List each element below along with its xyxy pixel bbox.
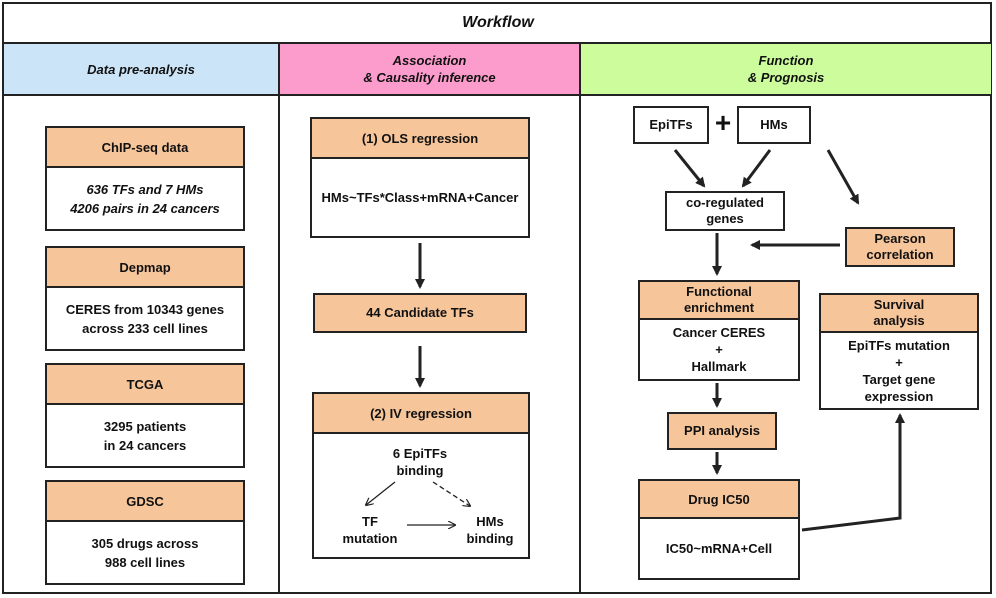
hms-binding-line: binding xyxy=(466,531,514,546)
workflow-title: Workflow xyxy=(462,14,534,31)
arrow-binding-to-hms-binding xyxy=(432,481,470,506)
pearson-line: Pearson xyxy=(874,231,926,246)
tcga-body: 3295 patients in 24 cancers xyxy=(47,405,243,466)
tcga-header: TCGA xyxy=(47,365,243,405)
iv-card: (2) IV regression xyxy=(312,392,530,559)
survival-header-line: Survival xyxy=(873,297,925,312)
gdsc-body: 305 drugs across 988 cell lines xyxy=(47,522,243,583)
epitfs-binding-label: 6 EpiTFs binding xyxy=(370,445,470,479)
chipseq-header: ChIP-seq data xyxy=(47,128,243,168)
gdsc-line: 988 cell lines xyxy=(104,554,186,570)
epitfs-box: EpiTFs xyxy=(633,106,709,144)
column-divider xyxy=(579,42,581,594)
arrow-hms-to-pearson xyxy=(826,149,860,205)
drug-ic50-header: Drug IC50 xyxy=(640,481,798,519)
enrichment-body: Cancer CERES + Hallmark xyxy=(640,320,798,379)
drug-ic50-card: Drug IC50 IC50~mRNA+Cell xyxy=(638,479,800,580)
survival-body: EpiTFs mutation + Target gene expression xyxy=(821,333,977,408)
title-divider xyxy=(2,42,992,44)
column-header-line: Function xyxy=(758,53,814,68)
drug-ic50-body: IC50~mRNA+Cell xyxy=(640,519,798,578)
header-divider xyxy=(2,94,992,96)
survival-line: expression xyxy=(864,388,934,404)
drug-ic50-formula: IC50~mRNA+Cell xyxy=(665,541,773,556)
chipseq-line: 4206 pairs in 24 cancers xyxy=(70,200,220,216)
column-divider xyxy=(278,42,280,594)
hms-binding-line: HMs xyxy=(476,514,504,529)
gdsc-line: 305 drugs across xyxy=(91,535,199,551)
iv-header: (2) IV regression xyxy=(314,394,528,434)
enrichment-header-line: Functional xyxy=(686,284,752,299)
arrow-drug-to-survival xyxy=(801,413,905,532)
chipseq-card: ChIP-seq data 636 TFs and 7 HMs 4206 pai… xyxy=(45,126,245,231)
column-header-function: Function & Prognosis xyxy=(581,44,991,94)
chipseq-line: 636 TFs and 7 HMs xyxy=(86,181,204,197)
survival-line: EpiTFs mutation xyxy=(848,337,950,353)
column-header-line: & Causality inference xyxy=(363,70,496,85)
ols-body: HMs~TFs*Class+mRNA+Cancer xyxy=(312,159,528,236)
arrow-hms-to-coregulated xyxy=(741,149,772,188)
tcga-card: TCGA 3295 patients in 24 cancers xyxy=(45,363,245,468)
gdsc-header: GDSC xyxy=(47,482,243,522)
pearson-correlation-box: Pearson correlation xyxy=(845,227,955,267)
survival-line: + xyxy=(895,354,903,370)
tf-mutation-label: TF mutation xyxy=(330,513,410,547)
enrichment-line: + xyxy=(715,342,723,357)
coregulated-genes-box: co-regulated genes xyxy=(665,191,785,231)
enrichment-line: Hallmark xyxy=(691,359,747,374)
enrichment-header: Functional enrichment xyxy=(640,282,798,320)
hms-binding-label: HMs binding xyxy=(450,513,530,547)
tcga-line: in 24 cancers xyxy=(103,437,187,453)
survival-header-line: analysis xyxy=(873,313,925,328)
epitfs-binding-line: binding xyxy=(396,463,444,478)
depmap-line: CERES from 10343 genes xyxy=(65,301,225,317)
column-header-line: Association xyxy=(392,53,467,68)
ols-card: (1) OLS regression HMs~TFs*Class+mRNA+Ca… xyxy=(310,117,530,238)
depmap-body: CERES from 10343 genes across 233 cell l… xyxy=(47,288,243,349)
chipseq-body: 636 TFs and 7 HMs 4206 pairs in 24 cance… xyxy=(47,168,243,229)
epitfs-binding-line: 6 EpiTFs xyxy=(392,446,448,461)
arrow-epitfs-to-coregulated xyxy=(673,149,706,188)
tf-mutation-line: mutation xyxy=(342,531,398,546)
enrichment-header-line: enrichment xyxy=(683,300,755,315)
ppi-analysis-box: PPI analysis xyxy=(667,412,777,450)
survival-card: Survival analysis EpiTFs mutation + Targ… xyxy=(819,293,979,410)
tf-mutation-line: TF xyxy=(362,514,378,529)
survival-line: Target gene xyxy=(862,371,936,387)
plus-sign: + xyxy=(714,107,732,138)
survival-header: Survival analysis xyxy=(821,295,977,333)
tcga-line: 3295 patients xyxy=(103,418,187,434)
column-header-line: & Prognosis xyxy=(747,70,825,85)
enrichment-card: Functional enrichment Cancer CERES + Hal… xyxy=(638,280,800,381)
depmap-header: Depmap xyxy=(47,248,243,288)
gdsc-card: GDSC 305 drugs across 988 cell lines xyxy=(45,480,245,585)
ols-formula: HMs~TFs*Class+mRNA+Cancer xyxy=(321,190,519,205)
coregulated-line: genes xyxy=(706,211,744,226)
column-header-line: Data pre-analysis xyxy=(87,61,195,77)
column-header-preanalysis: Data pre-analysis xyxy=(4,44,278,94)
coregulated-line: co-regulated xyxy=(685,195,764,210)
column-header-association: Association & Causality inference xyxy=(280,44,579,94)
depmap-line: across 233 cell lines xyxy=(82,320,208,336)
pearson-line: correlation xyxy=(866,247,934,262)
ols-header: (1) OLS regression xyxy=(312,119,528,159)
depmap-card: Depmap CERES from 10343 genes across 233… xyxy=(45,246,245,351)
hms-box: HMs xyxy=(737,106,811,144)
enrichment-line: Cancer CERES xyxy=(672,325,766,340)
arrow-binding-to-tf-mutation xyxy=(366,481,396,505)
candidate-tfs-box: 44 Candidate TFs xyxy=(313,293,527,333)
